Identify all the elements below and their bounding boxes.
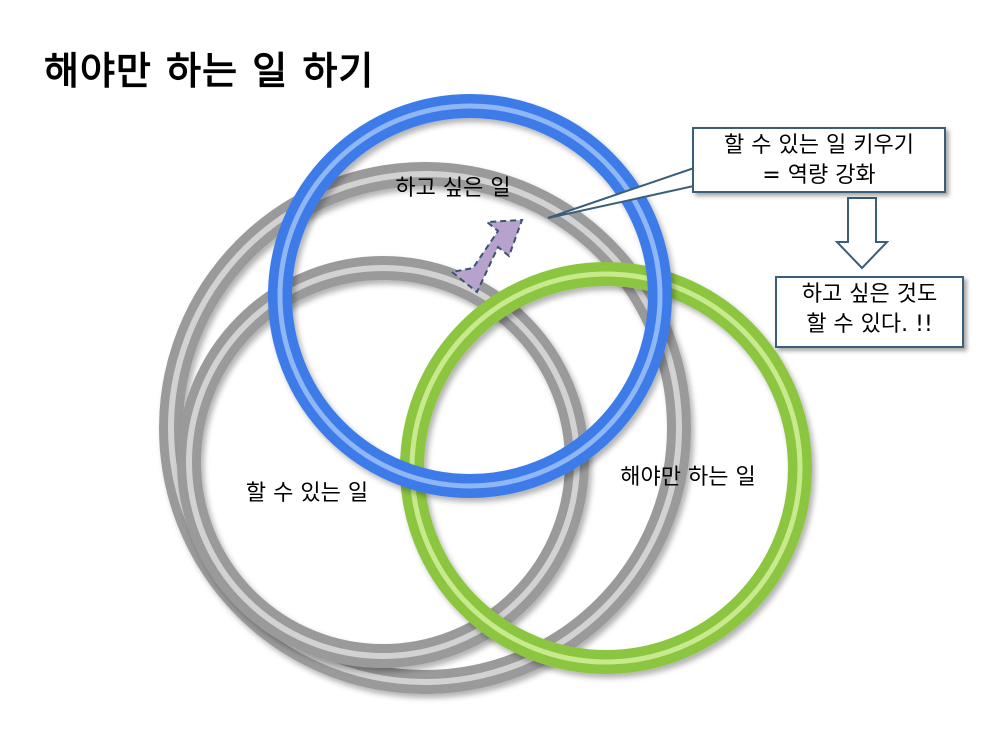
page-title: 해야만 하는 일 하기 bbox=[44, 49, 375, 93]
grow-arrow bbox=[449, 218, 524, 294]
callout-grow-ability-line1: 할 수 있는 일 키우기 bbox=[724, 133, 914, 158]
down-arrow bbox=[834, 197, 890, 270]
callout-grow-ability: 할 수 있는 일 키우기 = 역량 강화 bbox=[692, 127, 946, 193]
callout-can-do-want: 하고 싶은 것도 할 수 있다. !! bbox=[775, 276, 964, 348]
ring-want bbox=[268, 94, 672, 498]
label-can: 할 수 있는 일 bbox=[246, 481, 368, 506]
label-must: 해야만 하는 일 bbox=[620, 465, 755, 490]
callout-grow-ability-line2: = 역량 강화 bbox=[762, 163, 876, 188]
label-want: 하고 싶은 일 bbox=[395, 176, 510, 201]
callout-can-do-want-line2: 할 수 있다. !! bbox=[806, 312, 933, 337]
callout-can-do-want-line1: 하고 싶은 것도 bbox=[801, 282, 938, 307]
ring-can-outer bbox=[159, 162, 691, 694]
